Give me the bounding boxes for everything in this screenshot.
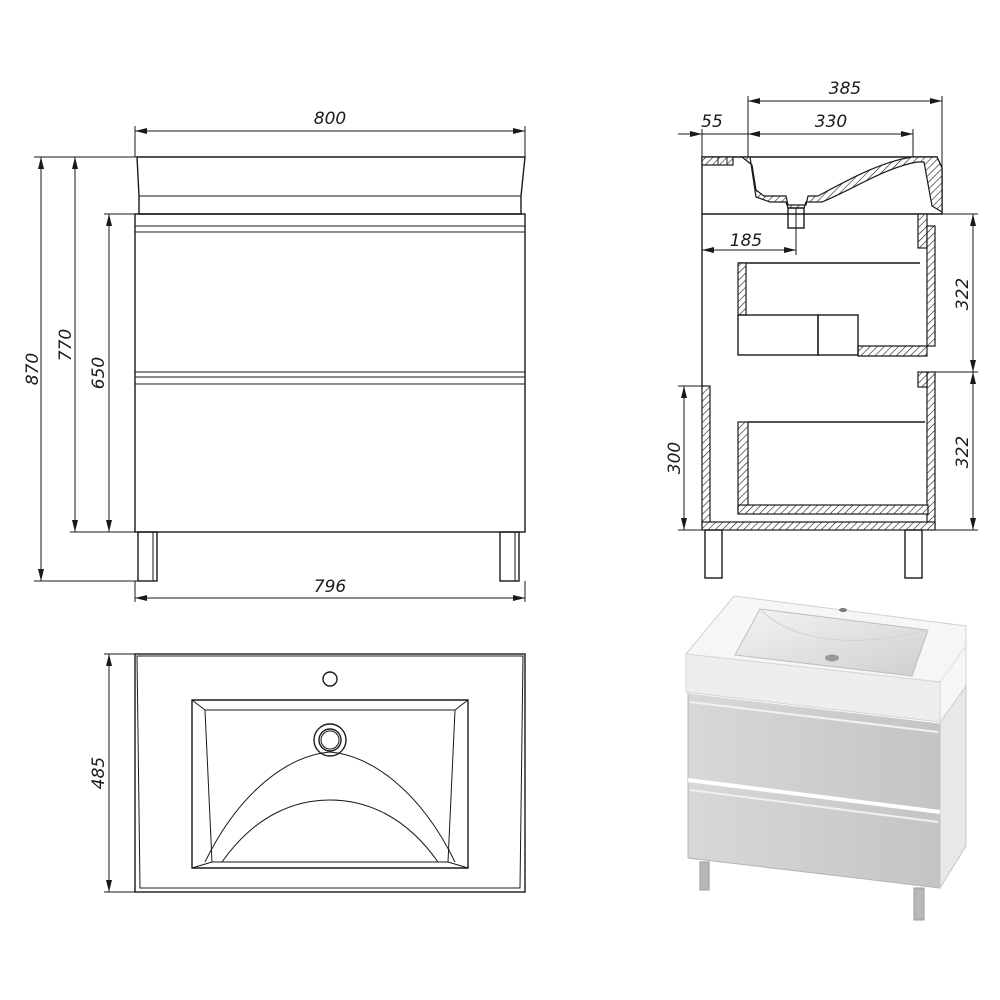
side-basin-section <box>740 156 943 214</box>
side-back-panel <box>926 371 936 528</box>
top-tap-hole <box>322 671 338 687</box>
top-view: 485 <box>89 653 526 893</box>
side-leg-front <box>704 529 723 579</box>
dim-label-300: 300 <box>665 442 685 474</box>
render-drawer-gap <box>687 778 941 814</box>
top-basin-slope-inner <box>221 799 439 863</box>
dim-label-322-lower: 322 <box>953 436 973 468</box>
front-sink-top <box>136 156 526 215</box>
top-basin-slope-outer <box>204 751 456 863</box>
dim-label-485: 485 <box>89 757 109 789</box>
product-render <box>685 595 967 921</box>
side-lower-drawer-front <box>737 421 749 512</box>
render-leg-front-left <box>699 861 710 891</box>
dim-label-796: 796 <box>314 577 347 597</box>
dim-label-770: 770 <box>56 329 76 361</box>
dim-label-385: 385 <box>829 79 861 99</box>
render-drain <box>825 654 839 662</box>
front-leg-left <box>137 531 158 582</box>
side-front-panel <box>701 385 711 528</box>
front-view: 800 796 870 770 650 <box>23 109 526 602</box>
front-leg-right <box>499 531 520 582</box>
dim-label-650: 650 <box>89 357 109 389</box>
render-tap-hole <box>839 608 847 612</box>
side-upper-drawer-front <box>737 314 819 356</box>
side-upper-drawer-bottom <box>857 345 928 357</box>
dim-label-55: 55 <box>701 112 723 132</box>
render-leg-front-right <box>913 887 925 921</box>
side-section-view: 385 55 330 185 322 322 300 <box>665 79 978 579</box>
dim-label-870: 870 <box>23 353 43 385</box>
side-base-panel <box>701 521 936 531</box>
render-cabinet-front <box>687 691 941 889</box>
dim-label-800: 800 <box>314 109 346 129</box>
top-basin-outline <box>191 699 469 869</box>
dim-label-322-upper: 322 <box>953 278 973 310</box>
side-lower-drawer-bottom <box>737 504 929 515</box>
side-sink-outline <box>701 156 943 215</box>
dim-label-185: 185 <box>730 231 762 251</box>
top-drain <box>313 723 347 757</box>
dim-label-330: 330 <box>815 112 847 132</box>
front-cabinet-body <box>134 213 526 533</box>
top-outer-outline <box>134 653 526 893</box>
side-leg-back <box>904 529 923 579</box>
